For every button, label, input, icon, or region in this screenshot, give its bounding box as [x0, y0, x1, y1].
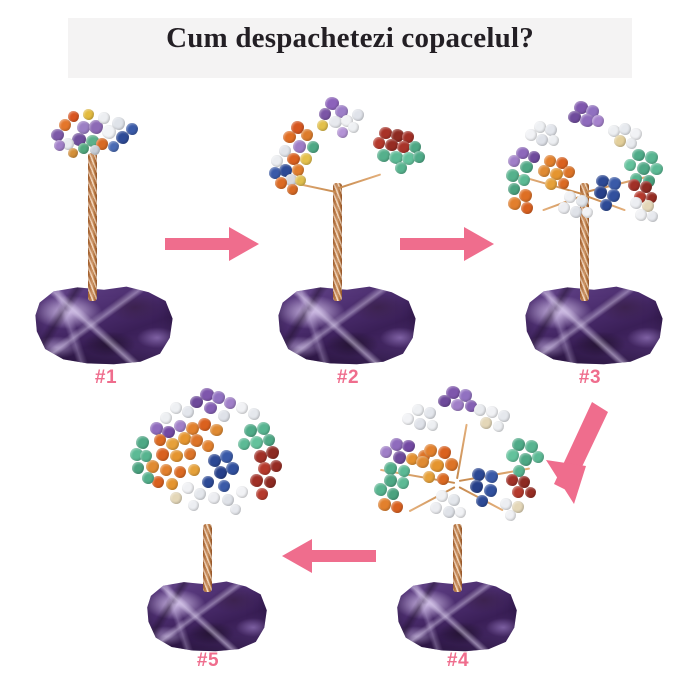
step-label-2: #2 [336, 367, 360, 388]
step-1-packed-tree: #1 [26, 95, 186, 395]
gem-cluster-blue-4 [468, 468, 512, 510]
gem-cluster-upper-left-3 [522, 121, 568, 153]
gem-cluster-blue-3 [592, 175, 634, 213]
gem-cluster-center-orange-4 [414, 444, 468, 488]
gem-cluster-bottom-right-white-4 [496, 498, 536, 526]
copper-trunk-4 [453, 524, 462, 592]
step-label-3: #3 [578, 367, 602, 388]
arrow-step3-to-step4 [540, 398, 640, 518]
gem-cluster-left-2 [267, 119, 333, 201]
gem-crown-5 [126, 388, 292, 528]
gem-cluster-upper-right-3 [604, 123, 648, 155]
gem-cluster-crown-left-white-4 [400, 404, 448, 440]
gem-tree-illustration-2 [263, 95, 433, 395]
copper-trunk-3 [580, 183, 589, 301]
amethyst-base-1 [35, 286, 173, 365]
page-title: Cum despachetezi copacelul? [166, 22, 534, 54]
gem-cluster-top-2 [311, 97, 373, 147]
amethyst-base-4 [397, 581, 517, 652]
amethyst-base-5 [147, 581, 267, 652]
gem-cluster-right-2 [367, 127, 429, 179]
copper-trunk-5 [203, 524, 212, 592]
step-5-finished-tree: #5 [108, 382, 308, 682]
gem-cluster-crown-right-white-4 [470, 404, 518, 442]
step-2-first-branches-opened: #2 [263, 95, 433, 395]
amethyst-base-2 [278, 286, 416, 365]
arrow-step1-to-step2 [163, 222, 263, 266]
step-label-1: #1 [94, 367, 118, 388]
gem-tree-illustration-4 [358, 382, 558, 682]
gem-cluster-left-3 [502, 147, 550, 217]
copper-trunk-2 [333, 183, 342, 301]
gem-cluster-bottom-white-3 [556, 191, 600, 225]
gem-cluster-bottom-white-4 [428, 490, 474, 524]
gem-cluster-mid-left-3 [536, 155, 582, 195]
amethyst-base-3 [525, 286, 663, 365]
gem-cluster-left-4 [376, 438, 432, 482]
arrow-step4-to-step5 [278, 534, 378, 578]
gem-cluster-left-green-4 [372, 474, 424, 516]
gem-tree-illustration-1 [26, 95, 186, 395]
gem-cluster-top-3 [562, 101, 610, 135]
gem-tree-illustration-3 [500, 95, 680, 395]
copper-trunk-1 [88, 153, 97, 301]
step-3-more-branches-opened: #3 [500, 95, 680, 395]
gem-cluster-bottom-right-white-3 [626, 197, 666, 227]
gem-crown-1 [48, 107, 144, 165]
step-label-5: #5 [196, 650, 220, 671]
step-4-branches-shaped: #4 [358, 382, 558, 682]
step-label-4: #4 [446, 650, 470, 671]
gem-cluster-right-green-4 [504, 438, 552, 482]
title-background-band [68, 18, 632, 78]
arrow-step2-to-step3 [398, 222, 498, 266]
gem-tree-illustration-5 [108, 382, 308, 682]
gem-cluster-red-4 [504, 474, 544, 504]
